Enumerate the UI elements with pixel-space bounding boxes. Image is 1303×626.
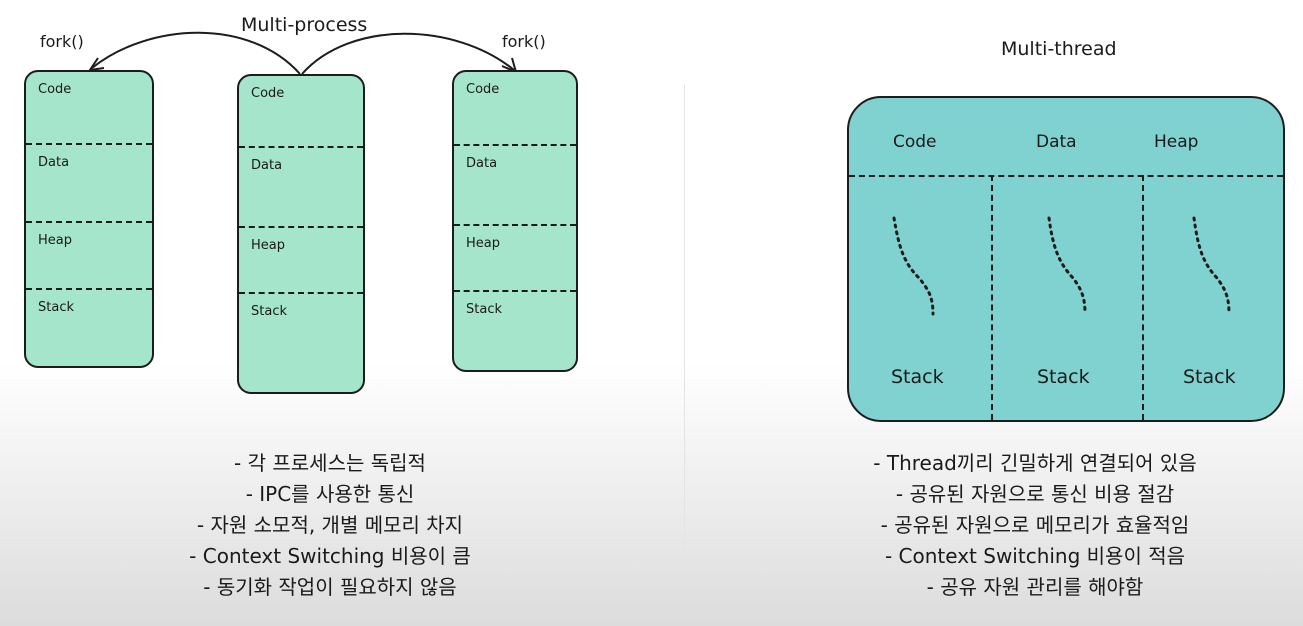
multithread-bullets: - Thread끼리 긴밀하게 연결되어 있음 - 공유된 자원으로 통신 비용… [800, 448, 1270, 603]
segment-code: Code [38, 82, 72, 97]
thread-divider-2 [1142, 175, 1144, 420]
segment-data: Data [239, 146, 363, 228]
bullet-item: - 공유된 자원으로 메모리가 효율적임 [880, 513, 1190, 537]
bullet-item: - Thread끼리 긴밀하게 연결되어 있음 [873, 451, 1197, 475]
thread-stack-1: Stack [891, 366, 944, 388]
thread-squiggles [892, 216, 1231, 316]
thread-divider-1 [991, 175, 993, 420]
bullet-item: - Context Switching 비용이 적음 [884, 544, 1186, 568]
multiprocess-title: Multi-process [241, 14, 368, 36]
segment-data: Data [26, 143, 152, 223]
segment-stack: Stack [239, 292, 363, 394]
segment-code: Code [251, 86, 285, 101]
shared-divider [849, 175, 1283, 177]
fork-label-left: fork() [40, 32, 84, 51]
segment-heap: Heap [26, 221, 152, 290]
bullet-item: - IPC를 사용한 통신 [245, 482, 415, 506]
segment-heap: Heap [454, 224, 576, 292]
bullet-item: - 각 프로세스는 독립적 [234, 451, 426, 475]
bullet-item: - Context Switching 비용이 큼 [189, 544, 471, 568]
thread-stack-3: Stack [1183, 366, 1236, 388]
shared-data-label: Data [1036, 132, 1077, 152]
thread-line-1 [892, 216, 935, 316]
multithread-title: Multi-thread [1001, 38, 1117, 60]
shared-heap-label: Heap [1154, 132, 1199, 152]
bullet-item: - 공유된 자원으로 통신 비용 절감 [895, 482, 1175, 506]
bullet-item: - 자원 소모적, 개별 메모리 차지 [196, 513, 464, 537]
thread-line-2 [1047, 216, 1087, 316]
bullet-item: - 동기화 작업이 필요하지 않음 [203, 575, 457, 599]
bullet-item: - 공유 자원 관리를 해야함 [926, 575, 1144, 599]
segment-code: Code [466, 82, 500, 97]
shared-code-label: Code [893, 132, 937, 152]
fork-label-right: fork() [502, 32, 546, 51]
multiprocess-bullets: - 각 프로세스는 독립적 - IPC를 사용한 통신 - 자원 소모적, 개별… [130, 448, 530, 603]
segment-stack: Stack [454, 290, 576, 372]
panel-divider [684, 85, 685, 555]
segment-stack: Stack [26, 288, 152, 368]
thread-line-3 [1192, 216, 1231, 316]
segment-heap: Heap [239, 226, 363, 294]
process-box-2: Code Data Heap Stack [237, 74, 365, 394]
process-box-3: Code Data Heap Stack [452, 70, 578, 372]
thread-process-box: Code Data Heap Stack Stack Stack [847, 96, 1285, 422]
thread-stack-2: Stack [1037, 366, 1090, 388]
process-box-1: Code Data Heap Stack [24, 70, 154, 368]
segment-data: Data [454, 144, 576, 226]
fork-arrow-right [301, 32, 515, 75]
fork-arrow-left [91, 31, 301, 75]
